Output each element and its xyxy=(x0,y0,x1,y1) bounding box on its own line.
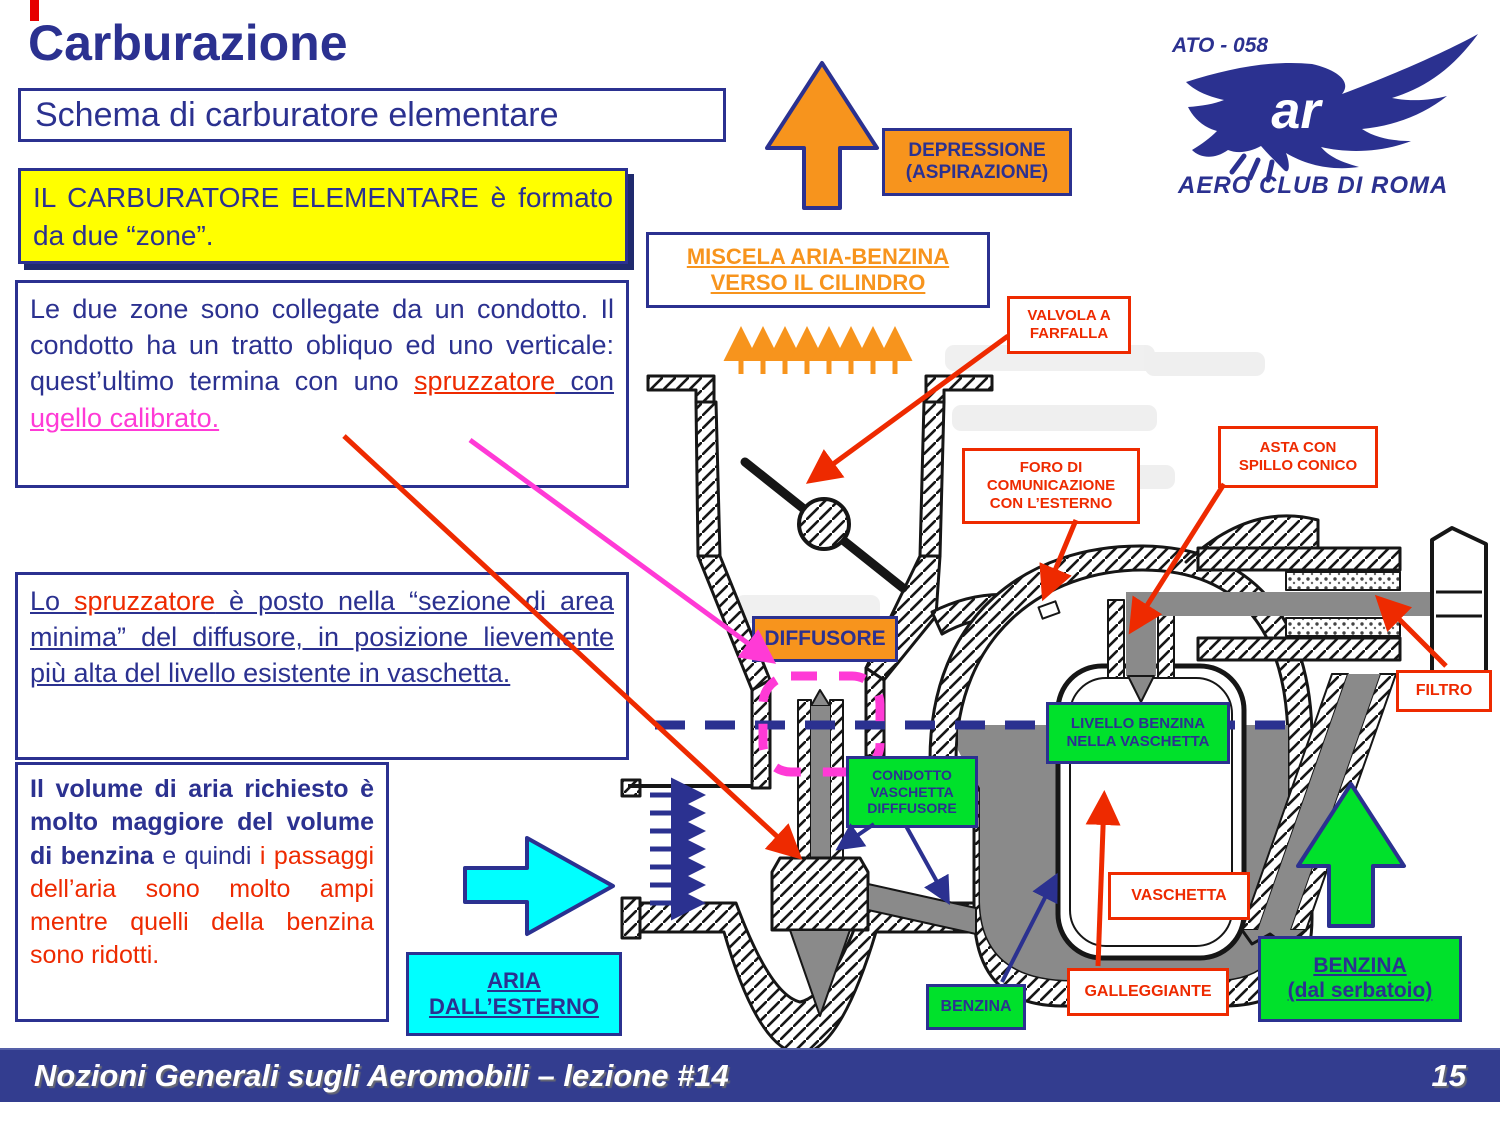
subtitle-text: Schema di carburatore elementare xyxy=(35,95,559,134)
label-valvola-farfalla: VALVOLA A FARFALLA xyxy=(1007,296,1131,354)
note4-red: i passaggi dell’aria sono molto ampi men… xyxy=(30,841,375,970)
label-condotto-vaschetta: CONDOTTO VASCHETTA DIFFFUSORE xyxy=(846,756,978,828)
nozzle-fuel-tip xyxy=(810,689,831,707)
label-filtro: FILTRO xyxy=(1396,670,1492,712)
slide-corner-mark xyxy=(30,0,39,21)
page-title: Carburazione xyxy=(28,15,348,71)
note-spruzzatore-position: Lo spruzzatore è posto nella “sezione di… xyxy=(15,572,629,760)
note4-e-quindi: e quindi xyxy=(153,841,260,870)
note-air-volume: Il volume di aria richiesto è molto magg… xyxy=(15,762,389,1022)
logo-monogram: ar xyxy=(1271,82,1323,140)
note2-ugello: ugello calibrato. xyxy=(30,402,220,433)
fuel-inlet-arrow xyxy=(1296,782,1406,928)
fuel-sump xyxy=(789,929,851,1017)
label-diffusore: DIFFUSORE xyxy=(752,616,898,662)
label-miscela: MISCELA ARIA-BENZINA VERSO IL CILINDRO xyxy=(646,232,990,308)
fuel-channel xyxy=(1126,592,1432,616)
nozzle-base xyxy=(770,856,870,932)
note3-spruzzatore: spruzzatore xyxy=(73,586,216,616)
label-vaschetta: VASCHETTA xyxy=(1108,872,1250,920)
label-benzina: BENZINA xyxy=(926,984,1026,1030)
note-two-zones: Le due zone sono collegate da un condott… xyxy=(15,280,629,488)
throttle-shaft xyxy=(797,497,851,551)
air-horn-flange-bottom xyxy=(620,896,642,940)
air-arrows xyxy=(650,777,706,921)
fuel-inlet-assembly xyxy=(1126,514,1488,948)
label-depressione: DEPRESSIONE (ASPIRAZIONE) xyxy=(882,128,1072,196)
spruzzatore-nozzle xyxy=(770,689,977,1017)
right-top-flange xyxy=(924,374,994,404)
footer-bar: Nozioni Generali sugli Aeromobili – lezi… xyxy=(0,1048,1500,1102)
needle-tip xyxy=(1127,675,1155,703)
ato-code: ATO - 058 xyxy=(1172,34,1269,57)
note3-lo: Lo xyxy=(30,586,74,616)
footer-lesson-title: Nozioni Generali sugli Aeromobili – lezi… xyxy=(34,1058,729,1093)
subtitle-box: Schema di carburatore elementare xyxy=(18,88,726,142)
label-asta-spillo: ASTA CON SPILLO CONICO xyxy=(1218,426,1378,488)
inlet-bottom-wall xyxy=(1196,636,1402,662)
note2-blue-text: Le due zone sono collegate da un condott… xyxy=(30,294,614,397)
needle-seat-left xyxy=(1107,599,1125,679)
label-galleggiante: GALLEGGIANTE xyxy=(1067,968,1229,1016)
inlet-top-wall xyxy=(1196,546,1402,572)
note4-bold: Il volume di aria richiesto è molto magg… xyxy=(30,775,374,870)
label-benzina-serbatoio: BENZINA (dal serbatoio) xyxy=(1258,936,1462,1022)
throttle-valve xyxy=(740,457,908,593)
nozzle-fuel-core xyxy=(811,706,830,860)
filter-bottom xyxy=(1285,617,1401,637)
aeroclub-name: AERO CLUB DI ROMA xyxy=(1178,172,1449,199)
note2-spruzzatore: spruzzatore xyxy=(414,366,556,397)
right-barrel-wall xyxy=(918,400,946,558)
vent-hole xyxy=(1037,600,1061,620)
aeroclub-eagle-logo: ar xyxy=(1186,34,1478,183)
note1-text: IL CARBURATORE ELEMENTARE è formato da d… xyxy=(33,182,613,251)
flow-arrows xyxy=(463,61,1406,936)
supply-pipe-fuel xyxy=(1258,674,1380,930)
label-foro-comunicazione: FORO DI COMUNICAZIONE CON L’ESTERNO xyxy=(962,448,1140,524)
eagle-talons xyxy=(1229,153,1275,183)
filter-top xyxy=(1285,571,1401,591)
mixture-arrows xyxy=(723,326,913,374)
air-inlet-arrow xyxy=(463,836,615,936)
note-elementary-carburetor: IL CARBURATORE ELEMENTARE è formato da d… xyxy=(18,168,628,264)
left-barrel-wall xyxy=(694,400,722,558)
note2-con: con xyxy=(555,366,614,397)
left-top-flange xyxy=(646,374,716,404)
footer-page-number: 15 xyxy=(1431,1058,1466,1093)
label-livello-benzina: LIVELLO BENZINA NELLA VASCHETTA xyxy=(1046,702,1230,764)
depression-arrow-up xyxy=(765,61,879,210)
label-aria-esterno: ARIA DALL’ESTERNO xyxy=(406,952,622,1036)
